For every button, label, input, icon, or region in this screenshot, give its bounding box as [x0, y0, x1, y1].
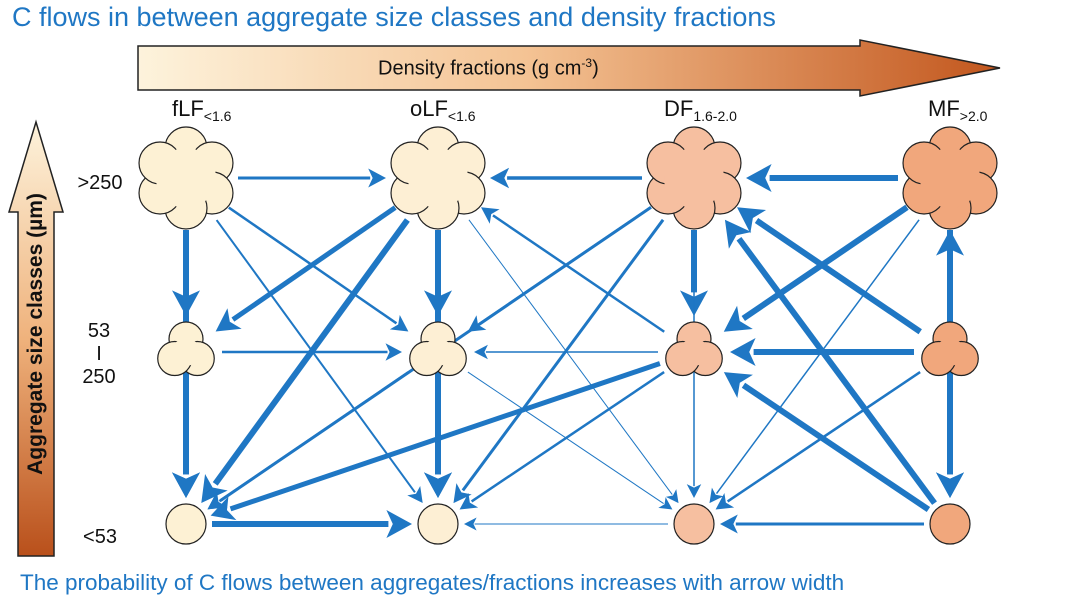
aggregate-axis-label: Aggregate size classes (µm) — [24, 193, 47, 475]
flow-arrow-oLF-mid-to-oLF-small — [424, 388, 452, 498]
flow-arrow-MF-small-to-DF-small — [720, 514, 924, 534]
flow-arrow-DF-mid-to-fLF-small — [210, 361, 661, 521]
flow-arrow-MF-large-to-DF-small — [709, 219, 920, 504]
flow-arrow-MF-large-to-DF-mid — [723, 204, 909, 332]
flow-arrow-oLF-large-to-fLF-mid — [215, 205, 397, 332]
flow-arrow-MF-small-to-DF-mid — [723, 372, 931, 512]
node-DF-small — [673, 503, 715, 545]
flow-arrow-fLF-mid-to-oLF-mid — [222, 343, 402, 361]
flow-arrow-DF-mid-to-oLF-small — [459, 371, 665, 510]
flow-arrow-fLF-small-to-oLF-small — [212, 510, 412, 538]
flow-arrow-MF-mid-to-DF-mid — [730, 338, 914, 366]
flow-arrow-DF-mid-to-oLF-large — [481, 207, 665, 333]
flow-arrows — [172, 164, 964, 538]
row-label-mid: 53 I 250 — [82, 320, 116, 388]
column-label-fLF: fLF<1.6 — [172, 96, 232, 124]
flow-arrow-MF-mid-to-MF-large — [936, 230, 964, 316]
flow-arrow-MF-mid-to-MF-small — [936, 388, 964, 498]
flow-arrow-MF-mid-to-DF-large — [737, 207, 922, 335]
flow-arrow-DF-mid-to-oLF-mid — [474, 344, 658, 360]
density-gradient-arrow — [137, 39, 1001, 97]
flow-arrow-DF-small-to-oLF-small — [464, 517, 668, 531]
row-label-large: >250 — [77, 172, 123, 194]
column-label-oLF: oLF<1.6 — [410, 96, 476, 124]
flow-arrow-fLF-large-to-oLF-mid — [228, 206, 409, 332]
flow-arrow-MF-large-to-DF-large — [746, 164, 898, 192]
flow-arrow-MF-small-to-DF-large — [724, 219, 937, 505]
flow-arrow-DF-large-to-oLF-small — [453, 218, 665, 504]
aggregate-nodes — [138, 126, 998, 545]
node-fLF-large — [138, 126, 234, 230]
flow-arrow-DF-large-to-oLF-large — [490, 167, 642, 189]
node-fLF-mid — [157, 321, 215, 377]
diagram-title: C flows in between aggregate size classe… — [12, 2, 776, 32]
flow-arrow-fLF-mid-to-fLF-small — [172, 388, 200, 498]
node-MF-mid — [921, 321, 979, 377]
node-oLF-small — [417, 503, 459, 545]
flow-arrow-fLF-large-to-oLF-small — [215, 219, 423, 503]
node-oLF-large — [390, 126, 486, 230]
aggregate-gradient-arrow — [7, 119, 65, 557]
column-label-DF: DF1.6-2.0 — [664, 96, 737, 124]
flow-arrow-DF-large-to-oLF-mid — [467, 206, 652, 332]
flow-arrow-oLF-mid-to-DF-small — [467, 371, 673, 510]
diagram-footer: The probability of C flows between aggre… — [20, 570, 845, 595]
node-MF-small — [929, 503, 971, 545]
node-oLF-mid — [409, 321, 467, 377]
density-axis-label: Density fractions (g cm-3) — [378, 56, 599, 80]
node-DF-large — [646, 126, 742, 230]
node-fLF-small — [165, 503, 207, 545]
column-label-MF: MF>2.0 — [928, 96, 988, 124]
flow-arrow-fLF-large-to-oLF-large — [238, 168, 386, 188]
row-label-small: <53 — [83, 526, 117, 548]
node-MF-large — [902, 126, 998, 230]
node-DF-mid — [665, 321, 723, 377]
flow-arrow-oLF-large-to-DF-small — [468, 219, 679, 504]
